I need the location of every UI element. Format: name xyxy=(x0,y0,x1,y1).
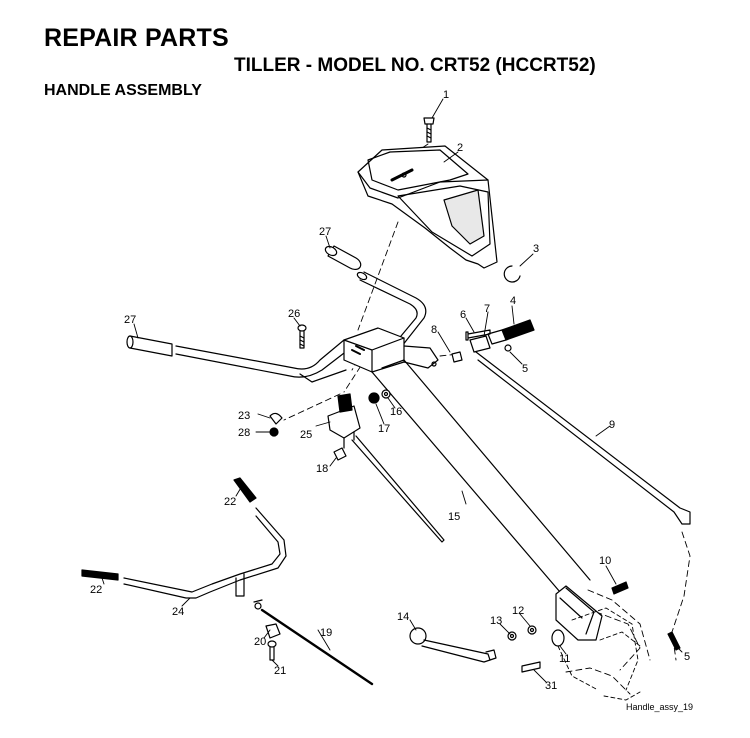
part-nut-16 xyxy=(381,389,391,399)
callout-16: 16 xyxy=(390,406,402,418)
page-title: REPAIR PARTS xyxy=(44,24,229,52)
part-pin-5 xyxy=(667,631,681,651)
part-bolt-10 xyxy=(611,581,629,595)
part-grip-22-left xyxy=(81,569,119,581)
part-tube-15 xyxy=(371,359,603,641)
callout-5b: 5 xyxy=(684,651,690,663)
part-clip-23 xyxy=(269,412,283,425)
callout-11: 11 xyxy=(559,653,570,665)
part-nut-12 xyxy=(527,625,537,635)
callout-26: 26 xyxy=(288,308,300,320)
part-bolt-31 xyxy=(521,661,541,673)
part-bolt-18 xyxy=(333,447,347,461)
callout-22b: 22 xyxy=(90,584,102,596)
callout-4: 4 xyxy=(510,295,516,307)
part-bolt-1 xyxy=(423,117,435,143)
part-control-rod xyxy=(351,435,445,543)
callout-14: 14 xyxy=(397,611,409,623)
model-subtitle: TILLER - MODEL NO. CRT52 (HCCRT52) xyxy=(234,55,596,76)
callout-17: 17 xyxy=(378,423,390,435)
part-bolt-6 xyxy=(465,329,491,341)
callout-23: 23 xyxy=(238,410,250,422)
callout-10: 10 xyxy=(599,555,611,567)
part-bolt-21 xyxy=(267,640,277,661)
callout-25: 25 xyxy=(300,429,312,441)
callout-27: 27 xyxy=(319,226,331,238)
part-bracket-25 xyxy=(327,393,361,449)
callout-2: 2 xyxy=(457,142,463,154)
callout-21: 21 xyxy=(274,665,286,677)
part-nut-28 xyxy=(269,427,279,437)
callout-22: 22 xyxy=(224,496,236,508)
callout-18: 18 xyxy=(316,463,328,475)
callout-13: 13 xyxy=(490,615,502,627)
part-handle-bar xyxy=(175,271,427,383)
part-grip-4 xyxy=(487,319,535,345)
callout-31: 31 xyxy=(545,680,557,692)
part-clip-3 xyxy=(503,265,521,283)
callout-20: 20 xyxy=(254,636,266,648)
callout-1: 1 xyxy=(443,89,449,101)
part-lever-14 xyxy=(409,627,497,663)
tiller-frame-phantom xyxy=(557,607,641,701)
part-nut-5 xyxy=(504,344,512,352)
part-clamp-20 xyxy=(265,623,281,639)
part-nut-17 xyxy=(368,392,380,404)
part-cable-19 xyxy=(253,599,374,686)
part-grip-27-upper xyxy=(324,245,362,270)
part-bolt-26 xyxy=(297,324,307,349)
callout-27b: 27 xyxy=(124,314,136,326)
callout-15: 15 xyxy=(448,511,460,523)
callout-12: 12 xyxy=(512,605,524,617)
part-grip-27-lower xyxy=(126,335,173,357)
part-grip-22-top xyxy=(233,477,257,503)
part-bail-24 xyxy=(123,507,287,599)
part-handle-bracket xyxy=(343,327,439,373)
callout-28: 28 xyxy=(238,427,250,439)
part-nut-8 xyxy=(451,351,463,363)
callout-labels: 1 2 3 4 5 5 6 7 8 9 10 11 12 13 14 15 16… xyxy=(90,89,690,692)
callout-9: 9 xyxy=(609,419,615,431)
callout-24: 24 xyxy=(172,606,184,618)
callout-8: 8 xyxy=(431,324,437,336)
section-title: HANDLE ASSEMBLY xyxy=(44,82,202,99)
callout-7: 7 xyxy=(484,303,490,315)
part-bushing-11 xyxy=(551,629,565,647)
callout-3: 3 xyxy=(533,243,539,255)
callout-6: 6 xyxy=(460,309,466,321)
figure-id: Handle_assy_19 xyxy=(626,702,694,712)
part-rod-9 xyxy=(469,335,691,525)
callout-5: 5 xyxy=(522,363,528,375)
callout-19: 19 xyxy=(320,627,332,639)
part-console-2 xyxy=(357,145,498,269)
